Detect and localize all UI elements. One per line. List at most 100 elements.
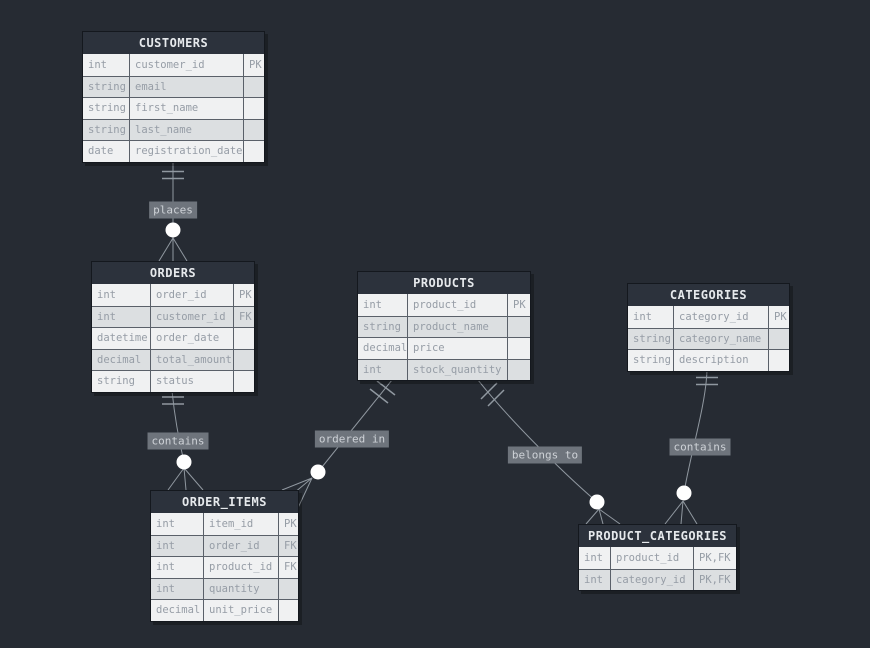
- column-key: [279, 579, 298, 600]
- entity-title: PRODUCT_CATEGORIES: [579, 525, 736, 547]
- cardinality-many-icon: [167, 467, 185, 491]
- table-row: string status: [92, 370, 254, 392]
- column-type: int: [151, 535, 204, 556]
- column-name: registration_date: [130, 141, 244, 162]
- column-key: PK,FK: [699, 573, 731, 586]
- column-key: [508, 360, 530, 381]
- table-row: int item_id PK: [151, 513, 298, 535]
- column-key: [234, 350, 254, 371]
- cardinality-many-icon: [296, 477, 313, 511]
- entity-title: PRODUCTS: [358, 272, 530, 294]
- table-row: int quantity: [151, 577, 298, 600]
- column-type: int: [579, 569, 611, 590]
- column-name: order_id: [151, 284, 234, 306]
- cardinality-many-icon: [598, 508, 604, 525]
- column-key: [279, 600, 298, 621]
- column-key: FK: [284, 561, 297, 574]
- table-row: int stock_quantity: [358, 358, 530, 381]
- entity-products[interactable]: PRODUCTS int product_id PK string produc…: [357, 271, 531, 381]
- column-type: int: [628, 306, 674, 328]
- column-key: [508, 317, 530, 338]
- table-row: int order_id PK: [92, 284, 254, 306]
- table-row: int customer_id PK: [83, 54, 264, 76]
- column-key: [234, 371, 254, 392]
- column-name: first_name: [130, 98, 244, 119]
- column-key: [508, 338, 530, 359]
- column-key: PK: [513, 298, 526, 311]
- relationship-line: [317, 379, 393, 473]
- table-row: date registration_date: [83, 140, 264, 162]
- relationship-label[interactable]: contains: [147, 432, 209, 450]
- table-row: int product_id FK: [151, 556, 298, 578]
- table-row: decimal total_amount: [92, 348, 254, 371]
- column-key: [244, 120, 264, 141]
- entity-title: ORDERS: [92, 262, 254, 284]
- relationship-line: [683, 369, 708, 494]
- column-key: PK: [774, 310, 787, 323]
- relationship-label[interactable]: contains: [669, 438, 731, 456]
- column-type: int: [92, 306, 151, 327]
- table-row: decimal price: [358, 337, 530, 359]
- table-row: string first_name: [83, 97, 264, 119]
- column-name: last_name: [130, 119, 244, 140]
- column-key: PK: [249, 58, 262, 71]
- entity-categories[interactable]: CATEGORIES int category_id PK string cat…: [627, 283, 790, 372]
- entity-customers[interactable]: CUSTOMERS int customer_id PK string emai…: [82, 31, 265, 163]
- column-type: int: [151, 513, 204, 535]
- column-key: FK: [284, 539, 297, 552]
- cardinality-one-icon: [487, 389, 505, 407]
- relationship-label[interactable]: ordered in: [314, 430, 390, 448]
- entity-product-categories[interactable]: PRODUCT_CATEGORIES int product_id PK,FK …: [578, 524, 737, 591]
- column-type: int: [358, 294, 408, 316]
- column-name: product_id: [204, 557, 279, 578]
- column-name: customer_id: [151, 306, 234, 327]
- entity-orders[interactable]: ORDERS int order_id PK int customer_id F…: [91, 261, 255, 393]
- cardinality-many-icon: [281, 477, 313, 491]
- cardinality-many-icon: [172, 237, 188, 262]
- column-key: PK: [239, 288, 252, 301]
- column-key: FK: [239, 310, 252, 323]
- column-type: decimal: [358, 338, 408, 359]
- entity-title: ORDER_ITEMS: [151, 491, 298, 513]
- cardinality-one-icon: [480, 382, 498, 400]
- column-name: unit_price: [204, 600, 279, 621]
- relationship-line: [171, 390, 185, 463]
- column-name: stock_quantity: [408, 359, 508, 380]
- relationship-label[interactable]: places: [149, 201, 197, 219]
- entity-rows: int customer_id PK string email string f…: [83, 54, 264, 162]
- column-type: string: [628, 350, 674, 371]
- cardinality-many-icon: [183, 467, 187, 491]
- cardinality-many-icon: [598, 508, 621, 525]
- table-row: string description: [628, 349, 789, 371]
- table-row: string product_name: [358, 315, 530, 338]
- column-type: decimal: [151, 600, 204, 621]
- entity-rows: int product_id PK string product_name de…: [358, 294, 530, 380]
- column-type: string: [83, 119, 130, 140]
- cardinality-zero-icon: [589, 494, 605, 510]
- entity-rows: int category_id PK string category_name …: [628, 306, 789, 371]
- column-name: email: [130, 76, 244, 97]
- column-name: total_amount: [151, 349, 234, 370]
- column-type: decimal: [92, 349, 151, 370]
- column-type: int: [83, 54, 130, 76]
- column-key: [234, 328, 254, 349]
- entity-title: CATEGORIES: [628, 284, 789, 306]
- entity-order-items[interactable]: ORDER_ITEMS int item_id PK int order_id …: [150, 490, 299, 622]
- relationship-label[interactable]: belongs to: [507, 446, 583, 464]
- table-row: int customer_id FK: [92, 305, 254, 327]
- column-type: string: [358, 316, 408, 337]
- entity-rows: int item_id PK int order_id FK int produ…: [151, 513, 298, 621]
- cardinality-many-icon: [682, 500, 698, 525]
- cardinality-zero-icon: [310, 464, 326, 480]
- cardinality-one-icon: [376, 380, 396, 396]
- column-type: string: [628, 328, 674, 349]
- column-type: date: [83, 141, 130, 162]
- column-type: int: [358, 359, 408, 380]
- column-name: category_name: [674, 328, 769, 349]
- column-name: category_id: [674, 306, 769, 328]
- cardinality-many-icon: [664, 500, 684, 525]
- cardinality-many-icon: [183, 467, 204, 491]
- column-key: PK,FK: [699, 551, 731, 564]
